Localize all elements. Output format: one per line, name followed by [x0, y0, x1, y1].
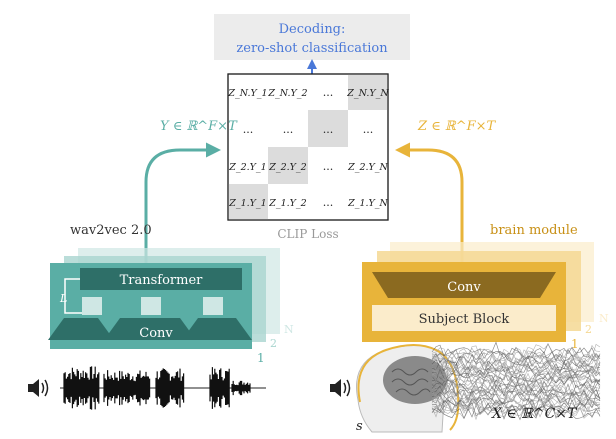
stack-label-n: N	[284, 323, 294, 336]
cell-dots: ...	[283, 123, 294, 136]
brain-output-label: Z ∈ ℝ^F×T	[417, 119, 497, 134]
cell-dots: ...	[323, 196, 334, 209]
conv-shape	[182, 318, 252, 340]
conv-shape	[104, 318, 196, 340]
speech-output-label: Y ∈ ℝ^F×T	[160, 119, 238, 134]
decoding-box: Decoding: zero-shot classification	[214, 14, 410, 60]
meg-trace	[431, 394, 601, 414]
brain-conv-label: Conv	[447, 280, 481, 295]
brain-module-name: brain module	[490, 223, 578, 238]
transformer-block	[80, 268, 242, 290]
subject-variable: s	[356, 419, 363, 434]
brain-conv-shape	[372, 272, 556, 298]
brain-arrow	[395, 142, 464, 262]
cell-z2-y2: Z_2.Y_2	[268, 162, 306, 173]
stack-label-2: 2	[270, 337, 277, 350]
meg-signal-traces	[431, 341, 601, 421]
brain-head-icon	[356, 344, 460, 433]
diag-cell	[268, 147, 308, 184]
cell-dots: ...	[243, 123, 254, 136]
stack-label-1: 1	[257, 351, 265, 365]
layer-loop	[64, 278, 82, 314]
decoding-title: Decoding:	[279, 22, 346, 37]
brain-stack-label-1: 1	[571, 337, 579, 351]
diag-cell	[348, 74, 388, 110]
meg-trace	[431, 354, 601, 374]
waveform-path	[63, 366, 251, 410]
transformer-label: Transformer	[120, 273, 204, 288]
brain-stack-label-n: N	[599, 312, 609, 325]
cell-zn-y1: Z_N.Y_1	[227, 88, 267, 99]
clip-matrix: Z_N.Y_1 Z_N.Y_2 ... Z_N.Y_N ... ... ... …	[227, 73, 389, 221]
cell-z2-yn: Z_2.Y_N	[347, 162, 388, 173]
cell-zn-yn: Z_N.Y_N	[346, 88, 389, 99]
meg-trace	[431, 379, 601, 400]
meg-trace	[431, 352, 601, 373]
speaker-icon	[28, 379, 49, 397]
meg-trace	[431, 349, 601, 367]
brain-stack-label-2: 2	[585, 323, 592, 336]
meg-trace	[431, 402, 601, 421]
cell-z1-yn: Z_1.Y_N	[347, 198, 388, 209]
subject-block	[372, 305, 556, 331]
cell-zn-y2: Z_N.Y_2	[267, 88, 307, 99]
layer-label: L	[59, 292, 67, 305]
cell-dots: ...	[323, 123, 334, 136]
speaker-icon	[330, 379, 351, 397]
meg-trace	[431, 350, 601, 371]
feature-square	[141, 297, 161, 315]
audio-waveform	[60, 366, 266, 410]
conv-shape	[48, 318, 114, 340]
diag-cell	[228, 184, 268, 220]
speech-arrow	[144, 142, 221, 263]
meg-trace	[431, 397, 601, 418]
speech-stack: Transformer L Conv 1 2 N	[48, 248, 294, 365]
cell-z1-y1: Z_1.Y_1	[228, 198, 266, 209]
meg-trace	[431, 379, 600, 398]
speech-module-name: wav2vec 2.0	[70, 223, 152, 238]
cell-z1-y2: Z_1.Y_2	[268, 198, 306, 209]
feature-square	[203, 297, 223, 315]
cell-z2-y1: Z_2.Y_1	[228, 162, 266, 173]
diag-cell	[308, 110, 348, 147]
brain-shape	[383, 356, 447, 404]
cell-dots: ...	[363, 123, 374, 136]
clip-loss-label: CLIP Loss	[277, 227, 338, 241]
meg-trace	[431, 402, 601, 420]
decoding-subtitle: zero-shot classification	[236, 41, 388, 56]
meg-trace	[431, 382, 601, 402]
meg-trace	[431, 390, 601, 411]
meg-trace	[431, 370, 601, 390]
meg-trace	[431, 392, 601, 412]
meg-trace	[431, 344, 601, 365]
meg-trace	[431, 399, 601, 419]
speech-conv-label: Conv	[139, 326, 173, 341]
subject-block-label: Subject Block	[419, 312, 510, 327]
brain-input-label: X ∈ ℝ^C×T	[491, 406, 578, 422]
brain-stack: Conv Subject Block 1 2 N	[362, 242, 609, 351]
meg-trace	[431, 376, 601, 395]
feature-square	[82, 297, 102, 315]
cell-dots: ...	[323, 160, 334, 173]
cell-dots: ...	[323, 86, 334, 99]
meg-trace	[431, 389, 601, 410]
